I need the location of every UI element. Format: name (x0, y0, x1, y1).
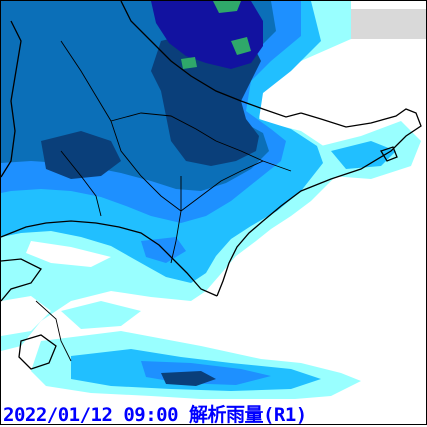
precip-cyan-east-bits (331, 141, 396, 169)
precip-green-patch-1 (213, 1, 241, 13)
precip-light-speckle-1 (61, 301, 141, 329)
admin-borders (35, 40, 292, 362)
coastlines (1, 1, 422, 370)
caption-bar: 2022/01/12 09:00 解析雨量(R1) (1, 399, 426, 426)
border-6 (215, 140, 292, 172)
map-caption: 2022/01/12 09:00 解析雨量(R1) (3, 404, 307, 426)
border-7 (35, 300, 72, 362)
precip-dark-south (161, 371, 216, 386)
border-5 (60, 150, 102, 217)
clear-gap-2 (26, 241, 111, 267)
precip-green-patch-3 (181, 57, 197, 69)
clear-gap-3 (1, 296, 51, 336)
coastline-north (120, 1, 302, 118)
border-2 (110, 112, 217, 142)
precip-deep-area (151, 1, 263, 69)
precip-dark-west (41, 131, 121, 179)
no-data-area (351, 9, 426, 39)
clear-gap-1 (263, 93, 331, 121)
island-south (18, 334, 57, 370)
coastline-east (216, 108, 422, 297)
border-3 (180, 160, 264, 212)
border-4 (170, 176, 182, 264)
border-1 (60, 40, 182, 212)
coastline-southwest (1, 258, 42, 302)
coastline-west (1, 20, 22, 178)
island-small (380, 146, 398, 162)
precip-green-patch-2 (231, 37, 251, 55)
coastline-south (1, 220, 218, 297)
